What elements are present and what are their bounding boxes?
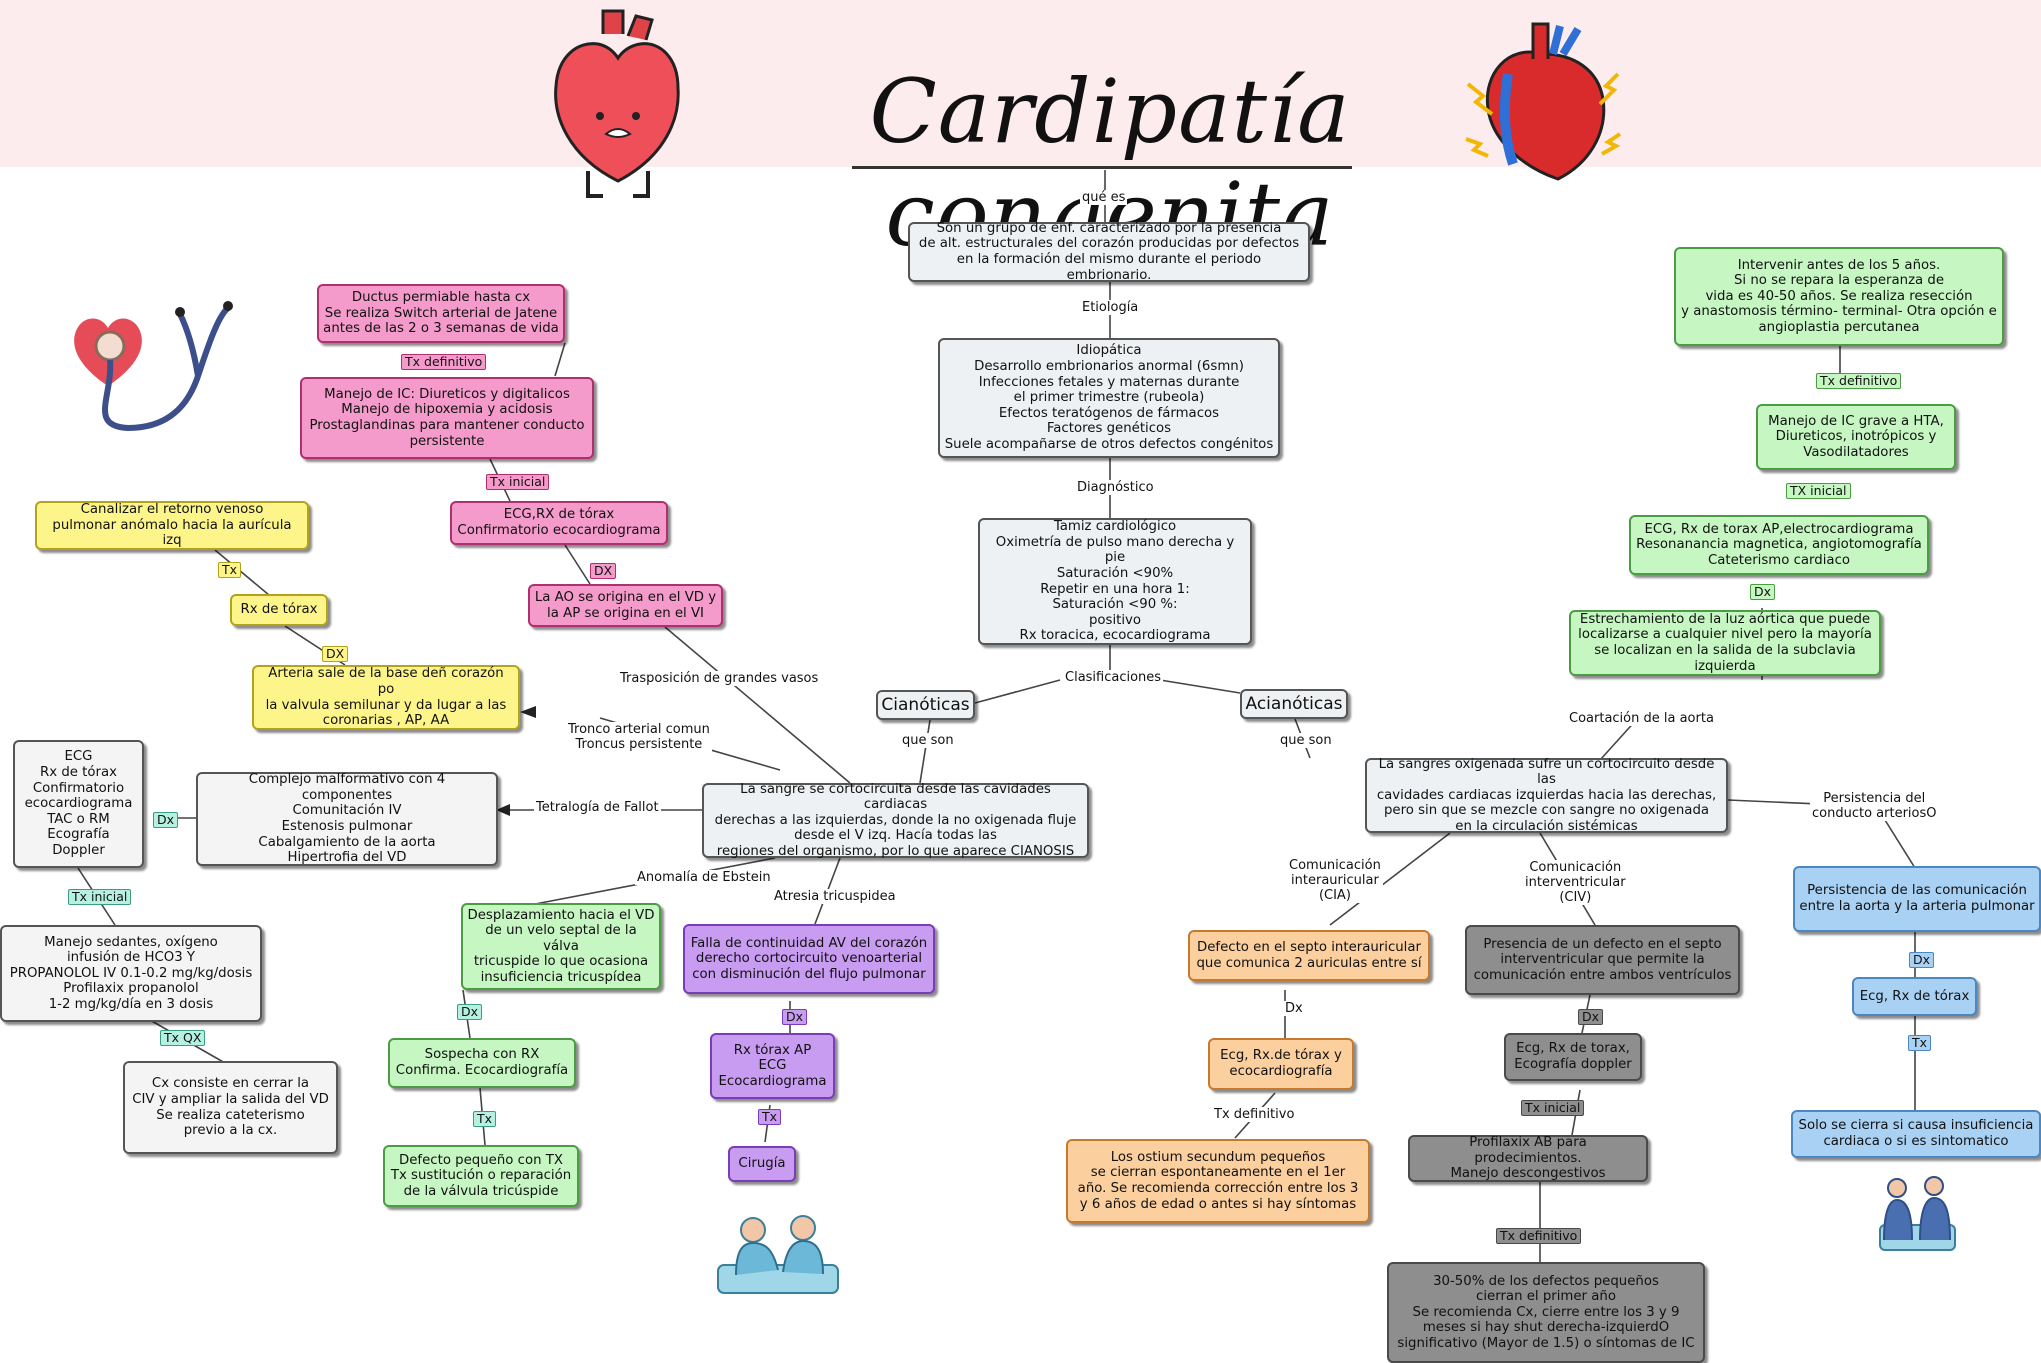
label-cia-dx: Dx	[1283, 1001, 1305, 1016]
tag-civ-dx: Dx	[1578, 1009, 1604, 1025]
edge	[564, 544, 591, 585]
civ-description-box: Presencia de un defecto en el septo inte…	[1465, 925, 1740, 995]
header-band	[0, 0, 2041, 167]
etiology-box: Idiopática Desarrollo embrionarios anorm…	[938, 338, 1280, 458]
ebstein-dx-box: Sospecha con RX Confirma. Ecocardiografí…	[388, 1038, 576, 1088]
cyanotic-description-box: La sangre se cortocircuita desde las cav…	[702, 782, 1089, 859]
truncus-tx-box: Canalizar el retorno venoso pulmonar anó…	[35, 501, 309, 550]
coarctation-dx-box: ECG, Rx de torax AP,electrocardiograma R…	[1629, 515, 1929, 575]
cia-dx-box: Ecg, Rx.de tórax y ecocardiografía	[1208, 1038, 1354, 1090]
anatomical-heart-icon	[1465, 22, 1622, 181]
tag-coarctation-definitive-tx: Tx definitivo	[1816, 373, 1902, 389]
label-tgv: Trasposición de grandes vasos	[618, 671, 821, 686]
acyanotic-box: Acianóticas	[1240, 689, 1348, 719]
definition-box: Son un grupo de enf. caracterizado por l…	[908, 221, 1310, 283]
ebstein-description-box: Desplazamiento hacia el VD de un velo se…	[461, 903, 661, 990]
tag-atresia-tx: Tx	[758, 1109, 782, 1125]
coarctation-description-box: Estrechamiento de la luz aórtica que pue…	[1569, 610, 1881, 676]
tgv-description-box: La AO se origina en el VD y la AP se ori…	[528, 584, 723, 627]
arrowhead	[520, 706, 536, 718]
fallot-initial-tx-box: Manejo sedantes, oxígeno infusión de HCO…	[0, 925, 262, 1022]
tag-atresia-dx: Dx	[782, 1009, 808, 1025]
edge	[919, 719, 931, 784]
label-ebstein: Anomalía de Ebstein	[635, 870, 773, 885]
diagnosis-box: Tamiz cardiológico Oximetría de pulso ma…	[978, 518, 1252, 645]
tag-fallot-initial-tx: Tx inicial	[68, 889, 132, 905]
truncus-dx-box: Rx de tórax	[230, 594, 328, 626]
cia-description-box: Defecto en el septo interauricular que c…	[1188, 930, 1430, 981]
tgv-dx-box: ECG,RX de tórax Confirmatorio ecocardiog…	[450, 501, 668, 545]
coarctation-initial-tx-box: Manejo de IC grave a HTA, Diureticos, in…	[1756, 404, 1956, 470]
edge	[554, 342, 566, 377]
tag-ebstein-dx: Dx	[457, 1004, 483, 1020]
cartoon-heart-icon	[554, 9, 680, 198]
civ-definitive-tx-box: 30-50% de los defectos pequeños cierran …	[1387, 1262, 1705, 1363]
civ-initial-tx-box: Profilaxix AB para prodecimientos. Manej…	[1408, 1135, 1648, 1182]
label-diagnostico: Diagnóstico	[1075, 480, 1156, 495]
label-civ: Comunicación interventricular (CIV)	[1523, 860, 1628, 905]
cia-tx-box: Los ostium secundum pequeños se cierran …	[1066, 1139, 1370, 1223]
label-que-es: qué es	[1080, 190, 1128, 205]
label-atresia: Atresia tricuspidea	[772, 889, 898, 904]
truncus-description-box: Arteria sale de la base deñ corazón po l…	[252, 665, 520, 730]
civ-dx-box: Ecg, Rx de torax, Ecografía doppler	[1504, 1033, 1642, 1081]
label-que-son-cyanotic: que son	[900, 733, 956, 748]
label-coarctation: Coartación de la aorta	[1567, 711, 1716, 726]
stethoscope-heart-icon	[74, 301, 233, 432]
pda-description-box: Persistencia de las comunicación entre l…	[1793, 866, 2041, 932]
edge	[664, 626, 851, 784]
tag-coarctation-dx: Dx	[1750, 584, 1776, 600]
atresia-dx-box: Rx tórax AP ECG Ecocardiograma	[710, 1033, 835, 1099]
atresia-description-box: Falla de continuidad AV del corazón dere…	[683, 924, 935, 994]
tag-pda-tx: Tx	[1908, 1035, 1932, 1051]
tag-tgv-definitive-tx: Tx definitivo	[401, 354, 487, 370]
tag-coarctation-initial-tx: TX inicial	[1786, 483, 1851, 499]
edge	[1329, 832, 1451, 926]
edge	[1884, 819, 1916, 869]
title-underline	[852, 166, 1352, 169]
label-cia: Comunicación interauricular (CIA)	[1287, 858, 1383, 903]
label-etiologia: Etiología	[1080, 300, 1141, 315]
tag-truncus-dx: DX	[322, 646, 349, 662]
fallot-surgical-tx-box: Cx consiste en cerrar la CIV y ampliar l…	[123, 1061, 338, 1154]
atresia-tx-box: Cirugía	[728, 1146, 796, 1182]
tag-fallot-surgical-tx: Tx QX	[160, 1030, 206, 1046]
tag-pda-dx: Dx	[1909, 952, 1935, 968]
tag-ebstein-tx: Tx	[473, 1111, 497, 1127]
tag-civ-definitive-tx: Tx definitivo	[1496, 1228, 1582, 1244]
ebstein-tx-box: Defecto pequeño con TX Tx sustitución o …	[383, 1145, 579, 1207]
label-pda: Persistencia del conducto arteriosO	[1810, 791, 1939, 821]
tag-tgv-initial-tx: Tx inicial	[486, 474, 550, 490]
label-fallot: Tetralogía de Fallot	[534, 800, 661, 815]
tag-civ-initial-tx: Tx inicial	[1521, 1100, 1585, 1116]
cyanotic-box: Cianóticas	[876, 690, 975, 720]
fallot-dx-box: ECG Rx de tórax Confirmatorio ecocardiog…	[13, 740, 144, 868]
edge	[1159, 679, 1241, 694]
label-truncus: Tronco arterial comun Troncus persistent…	[566, 722, 712, 752]
pda-tx-box: Solo se cierra si causa insuficiencia ca…	[1791, 1110, 2041, 1158]
edge	[214, 549, 276, 601]
tgv-initial-tx-box: Manejo de IC: Diureticos y digitalicos M…	[300, 377, 594, 459]
edge	[974, 679, 1061, 704]
surgeons-icon	[717, 1215, 839, 1294]
label-cia-tx: Tx definitivo	[1212, 1107, 1297, 1122]
acyanotic-description-box: La sangres oxigenada sufre un cortocircu…	[1365, 757, 1728, 834]
label-clasificaciones: Clasificaciones	[1063, 670, 1164, 685]
coarctation-definitive-tx-box: Intervenir antes de los 5 años. Si no se…	[1674, 247, 2004, 346]
arrowhead	[496, 804, 510, 816]
tag-truncus-tx: Tx	[218, 562, 242, 578]
tgv-definitive-tx-box: Ductus permiable hasta cx Se realiza Swi…	[317, 284, 565, 343]
tag-tgv-dx: DX	[590, 563, 617, 579]
label-que-son-acyanotic: que son	[1278, 733, 1334, 748]
pda-dx-box: Ecg, Rx de tórax	[1852, 977, 1977, 1016]
surgeons-icon	[1879, 1176, 1956, 1251]
fallot-description-box: Complejo malformativo con 4 componentes …	[196, 772, 498, 866]
tag-fallot-dx: Dx	[153, 812, 179, 828]
